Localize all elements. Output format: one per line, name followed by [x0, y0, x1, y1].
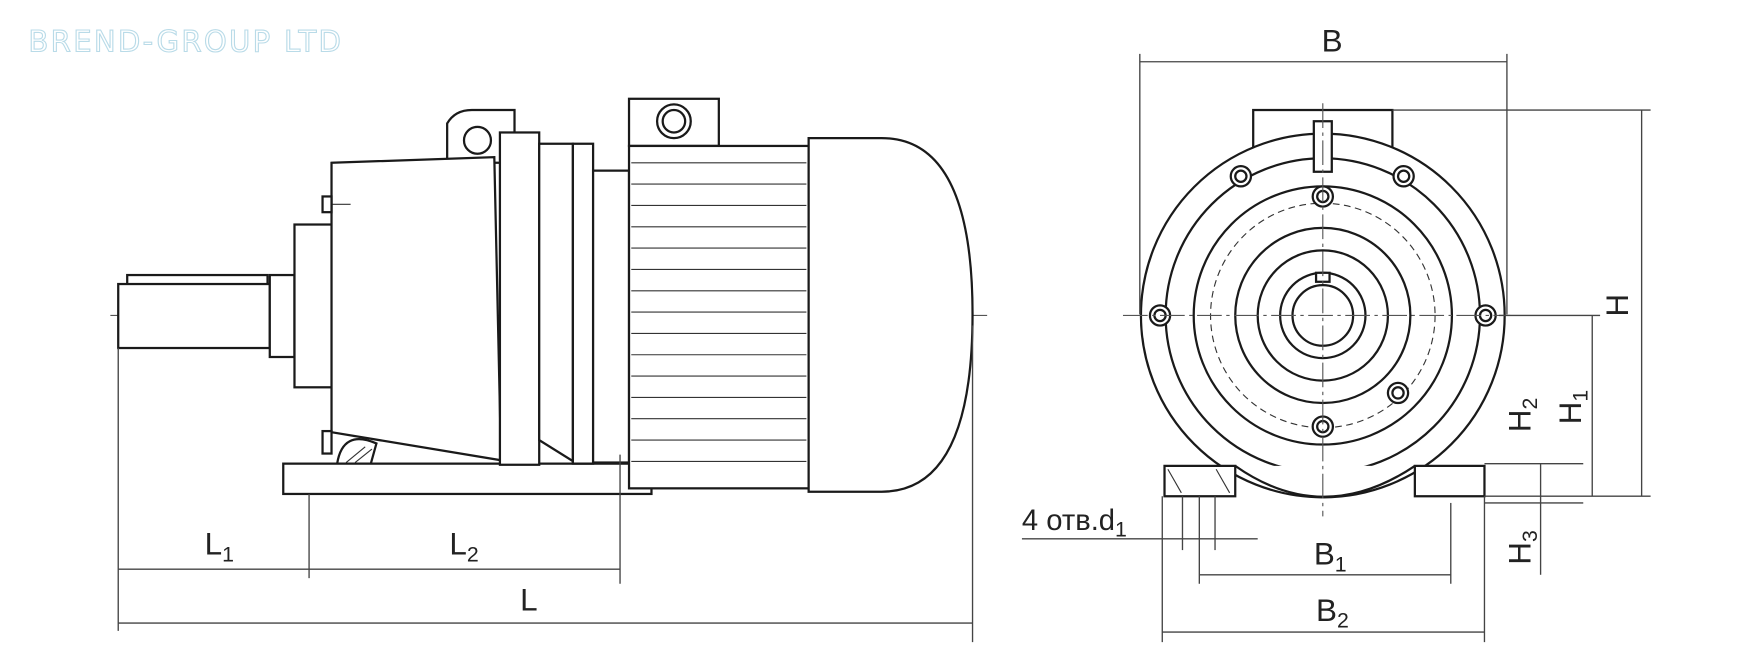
- gearbox-cover: [293, 223, 337, 389]
- label-holes-d1: 4 отв.d1: [1022, 505, 1127, 542]
- base-plate: [282, 462, 653, 496]
- label-B1: B1: [1314, 537, 1347, 577]
- label-B: B: [1322, 24, 1343, 59]
- label-H2: H2: [1502, 398, 1542, 433]
- motor-body: [627, 144, 810, 490]
- side-view: L1 L2 L: [110, 97, 991, 643]
- flange-disc: [498, 131, 541, 466]
- adapter: [591, 169, 631, 464]
- watermark: BREND-GROUP LTD: [28, 25, 343, 59]
- label-L1: L1: [205, 527, 234, 567]
- bolt-icon: [1396, 169, 1411, 183]
- label-B2: B2: [1316, 593, 1349, 633]
- output-shaft: [117, 282, 271, 350]
- front-view: B H H1 H2 H3 B2 B1 4 отв.d1: [1021, 24, 1651, 643]
- bolt-icon: [1234, 169, 1248, 183]
- left-foot: [1163, 464, 1237, 498]
- shaft-flange: [268, 273, 296, 359]
- label-H: H: [1600, 294, 1635, 317]
- label-L: L: [520, 583, 537, 618]
- lifting-eye: [462, 125, 493, 155]
- right-foot: [1413, 464, 1486, 498]
- cooling-fins: [631, 162, 807, 462]
- label-L2: L2: [449, 527, 478, 567]
- label-H1: H1: [1553, 390, 1593, 425]
- gearbox-housing: [330, 156, 503, 462]
- bolt-icon: [1391, 386, 1405, 400]
- label-H3: H3: [1502, 530, 1542, 565]
- fan-cover: [807, 136, 974, 493]
- foot-bolt: [321, 429, 333, 455]
